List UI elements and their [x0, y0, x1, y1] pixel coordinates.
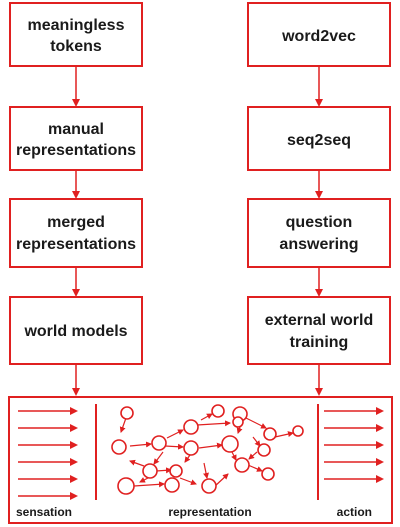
box-seq2seq: seq2seq	[247, 106, 391, 171]
network-node	[257, 443, 271, 457]
network-edge	[203, 462, 209, 479]
box-merged-representations: merged representations	[9, 198, 143, 268]
network-edges	[119, 413, 294, 488]
network-edge	[164, 443, 184, 450]
network-node	[263, 427, 277, 441]
box-question-answering: question answering	[247, 198, 391, 268]
network-node	[117, 477, 135, 495]
sensation-label: sensation	[16, 505, 72, 519]
box-manual-representations: manual representations	[9, 106, 143, 171]
box-meaningless-tokens-line2: tokens	[50, 38, 102, 55]
box-manual-representations-line1: manual	[48, 121, 104, 138]
box-word2vec-line1: word2vec	[281, 28, 356, 45]
network-node	[183, 419, 199, 435]
network-edge	[133, 481, 165, 488]
network-edge	[252, 436, 261, 447]
network-node	[111, 439, 127, 455]
network-edge	[139, 477, 149, 483]
network-edge	[245, 417, 267, 429]
network-node	[120, 406, 134, 420]
box-manual-representations-line2: representations	[16, 142, 136, 159]
network-node	[211, 404, 225, 418]
network-edge	[231, 451, 237, 461]
network-node	[232, 416, 244, 428]
network-edge	[196, 420, 231, 427]
network-node	[151, 435, 167, 451]
network-edge	[200, 413, 213, 421]
box-seq2seq-line1: seq2seq	[287, 132, 351, 149]
box-external-world-training-line1: external world	[265, 312, 373, 329]
box-world-models: world models	[9, 296, 143, 365]
box-meaningless-tokens-line1: meaningless	[28, 17, 125, 34]
network-edge	[155, 467, 172, 474]
network-edge	[184, 454, 191, 463]
network-edge	[198, 442, 223, 449]
right-column: word2vec seq2seq question answering exte…	[247, 2, 391, 396]
box-question-answering-line2: answering	[279, 236, 358, 253]
network-edge	[247, 464, 263, 472]
network-node	[292, 425, 304, 437]
network-node	[142, 463, 158, 479]
box-external-world-training-line2: training	[290, 334, 349, 351]
network-edge	[166, 429, 184, 439]
network-edge	[153, 451, 164, 465]
network-edge	[179, 477, 197, 486]
box-meaningless-tokens: meaningless tokens	[9, 2, 143, 67]
network-edge	[119, 417, 127, 433]
box-world-models-line1: world models	[23, 323, 127, 340]
box-merged-representations-line2: representations	[16, 236, 136, 253]
network-node	[169, 464, 183, 478]
network-nodes	[111, 404, 304, 495]
left-column: meaningless tokens manual representation…	[9, 2, 143, 396]
network-edge	[236, 426, 243, 434]
representation-network	[111, 404, 304, 495]
network-node	[221, 435, 239, 453]
box-merged-representations-line1: merged	[47, 214, 105, 231]
action-label: action	[337, 505, 372, 519]
network-node	[183, 440, 199, 456]
network-node	[234, 457, 250, 473]
box-question-answering-line1: question	[286, 214, 353, 231]
action-arrows	[324, 407, 384, 483]
representation-label: representation	[168, 505, 251, 519]
network-edge	[129, 459, 145, 467]
network-node	[261, 467, 275, 481]
network-node	[201, 478, 217, 494]
network-node	[164, 477, 180, 493]
network-edge	[129, 441, 152, 448]
network-edge	[248, 451, 258, 460]
bottom-panel: sensation representation action	[8, 396, 393, 524]
box-external-world-training: external world training	[247, 296, 391, 365]
network-edge	[274, 431, 294, 438]
sensation-arrows	[18, 407, 78, 500]
box-word2vec: word2vec	[247, 2, 391, 67]
